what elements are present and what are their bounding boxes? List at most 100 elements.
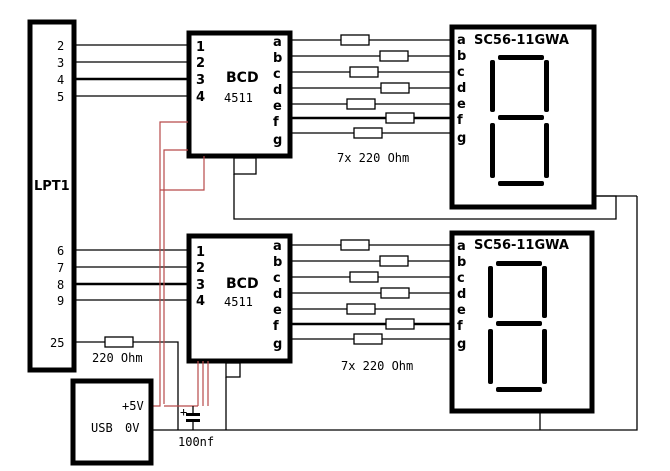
resistor-top-f <box>385 112 415 124</box>
digit-top-segments <box>490 55 549 186</box>
resistor-top-e <box>346 98 376 110</box>
lpt-pin-8: 8 <box>57 278 64 292</box>
bcd-bottom-in-4: 4 <box>196 294 205 309</box>
bcd-top-in-1: 1 <box>196 40 205 55</box>
lpt-pin-4: 4 <box>57 73 64 87</box>
resistor-bottom-e <box>346 303 376 315</box>
lpt-pin-25: 25 <box>50 336 64 350</box>
display-bottom-part: SC56-11GWA <box>474 238 569 253</box>
resistor-pin25-label: 220 Ohm <box>92 351 143 365</box>
capacitor-plate-top <box>186 413 200 416</box>
display-top-in-g: g <box>457 131 466 146</box>
resistor-bottom-b <box>379 255 409 267</box>
display-top-in-e: e <box>457 97 466 112</box>
bcd-top-in-2: 2 <box>196 56 205 71</box>
bcd-top-out-c: c <box>273 67 281 82</box>
display-bottom-in-e: e <box>457 303 466 318</box>
resistor-bottom-c <box>349 271 379 283</box>
capacitor-polarity: + <box>180 405 187 419</box>
resistor-bottom-f <box>385 318 415 330</box>
usb-zero-v: 0V <box>125 421 139 435</box>
resistor-top-b <box>379 50 409 62</box>
bcd-bottom-part: 4511 <box>224 295 253 309</box>
display-bottom-in-d: d <box>457 287 466 302</box>
lpt-to-bcd-top-wires <box>76 44 188 97</box>
lpt-pin-3: 3 <box>57 56 64 70</box>
display-bottom-in-g: g <box>457 337 466 352</box>
bcd-top-out-g: g <box>273 133 282 148</box>
bcd-top-out-b: b <box>273 51 282 66</box>
bcd-bottom-out-c: c <box>273 271 281 286</box>
digit-top-seg-f <box>490 60 495 112</box>
display-top-part: SC56-11GWA <box>474 33 569 48</box>
bcd-bottom-out-f: f <box>273 319 279 334</box>
display-top-in-a: a <box>457 33 466 48</box>
lpt1-connector: LPT1 2 3 4 5 6 7 8 9 25 <box>27 19 77 373</box>
digit-bottom-seg-g <box>496 321 542 326</box>
resistor-bottom-g <box>353 333 383 345</box>
usb-label: USB <box>91 421 113 435</box>
bcd-top-body <box>186 30 293 159</box>
bcd-top-label: BCD <box>226 70 259 86</box>
resistor-pin25 <box>104 336 134 348</box>
digit-top-seg-g <box>498 115 544 120</box>
bcd-bottom-out-g: g <box>273 337 282 352</box>
lpt1-body <box>27 19 77 373</box>
capacitor-label: 100nf <box>178 435 214 449</box>
usb-plus-5v: +5V <box>122 399 144 413</box>
resistor-top-label: 7x 220 Ohm <box>337 151 409 165</box>
lpt-pin-7: 7 <box>57 261 64 275</box>
capacitor-plate-bottom <box>186 419 200 422</box>
bcd-bottom-out-b: b <box>273 255 282 270</box>
digit-bottom-seg-d <box>496 387 542 392</box>
lpt-pin-9: 9 <box>57 294 64 308</box>
resistor-bottom-label: 7x 220 Ohm <box>341 359 413 373</box>
bcd-bottom-out-a: a <box>273 239 282 254</box>
digit-bottom-seg-c <box>542 329 547 384</box>
lpt-pin-6: 6 <box>57 244 64 258</box>
resistor-array-top: 7x 220 Ohm <box>292 34 452 165</box>
lpt1-label: LPT1 <box>34 179 70 194</box>
digit-bottom-seg-e <box>488 329 493 384</box>
digit-top-seg-a <box>498 55 544 60</box>
bcd-top-out-f: f <box>273 115 279 130</box>
resistor-top-c <box>349 66 379 78</box>
lpt-pin-2: 2 <box>57 39 64 53</box>
lpt-pin-5: 5 <box>57 90 64 104</box>
lpt-to-bcd-bottom-wires <box>76 249 188 301</box>
resistor-top-a <box>340 34 370 46</box>
resistor-bottom-a <box>340 239 370 251</box>
bcd-decoder-bottom: 1 2 3 4 BCD 4511 a b c d e f g <box>186 233 293 378</box>
bcd-bottom-out-e: e <box>273 303 282 318</box>
display-top-in-f: f <box>457 113 463 128</box>
supply-wiring-red <box>152 121 209 407</box>
bcd-bottom-in-1: 1 <box>196 245 205 260</box>
bcd-top-out-e: e <box>273 99 282 114</box>
bcd-top-part: 4511 <box>224 91 253 105</box>
bcd-bottom-body <box>186 233 293 364</box>
bcd-top-out-d: d <box>273 83 282 98</box>
usb-power-block: USB +5V 0V <box>70 378 154 466</box>
digit-top-seg-c <box>544 123 549 178</box>
bcd-bottom-label: BCD <box>226 276 259 292</box>
display-top-in-c: c <box>457 65 465 80</box>
bcd-bottom-in-2: 2 <box>196 261 205 276</box>
resistor-top-d <box>380 82 410 94</box>
capacitor-100nf: + 100nf <box>178 405 214 449</box>
display-top-in-d: d <box>457 81 466 96</box>
ground-wiring: 220 Ohm <box>76 174 638 431</box>
display-top-in-b: b <box>457 49 466 64</box>
digit-top-seg-e <box>490 123 495 178</box>
resistor-top-g <box>353 127 383 139</box>
bcd-top-in-4: 4 <box>196 90 205 105</box>
display-bottom-in-f: f <box>457 319 463 334</box>
usb-body <box>70 378 154 466</box>
resistor-bottom-d <box>380 287 410 299</box>
digit-bottom-seg-a <box>496 261 542 266</box>
digit-bottom-seg-f <box>488 266 493 318</box>
bcd-top-out-a: a <box>273 35 282 50</box>
digit-top-seg-d <box>498 181 544 186</box>
bcd-top-in-3: 3 <box>196 73 205 88</box>
digit-top-seg-b <box>544 60 549 112</box>
